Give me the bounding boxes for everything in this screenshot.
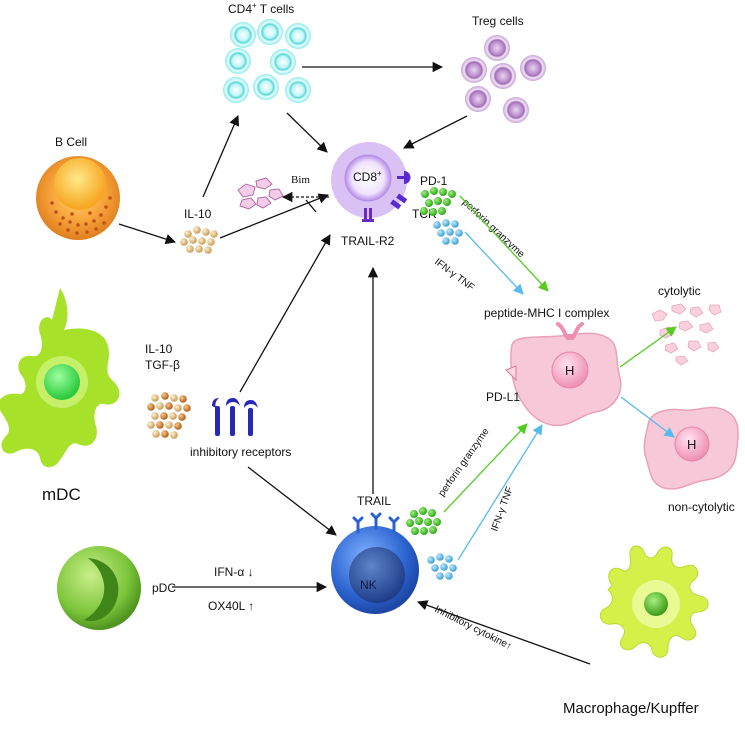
non-cytolytic-label: non-cytolytic — [668, 500, 735, 514]
ifn-tnf-cd8 — [433, 219, 463, 245]
ifn-alpha-label: IFN-α ↓ — [214, 565, 254, 579]
treg-cells — [461, 35, 546, 123]
cd4-label-main: CD4 — [228, 2, 252, 16]
arrow-treg-to-cd8 — [403, 115, 468, 149]
arrow-ifn-nk-to-hep — [457, 424, 543, 561]
cd8-label: CD8+ — [353, 169, 382, 184]
arrow-mdc-to-nk — [247, 466, 337, 536]
arrow-il10-to-cd8 — [219, 193, 329, 239]
perforin-granzyme-nk — [406, 507, 441, 535]
arrow-hep-to-noncytolytic — [620, 396, 675, 438]
pd-l1-label: PD-L1 — [486, 390, 520, 404]
il10-mdc-label: IL-10 — [145, 342, 173, 356]
ifn-tnf-nk — [427, 553, 457, 580]
hep-h2-label: H — [687, 437, 696, 452]
pdc-label: pDC — [152, 581, 176, 595]
cd4-label-suffix: T cells — [257, 2, 295, 16]
mdc-cell — [0, 288, 120, 468]
arrow-cd4-to-cd8 — [286, 112, 328, 153]
cd8-t-cell — [331, 142, 407, 218]
cytolytic-label: cytolytic — [658, 284, 701, 298]
cd4-t-cells — [223, 19, 311, 103]
colored-arrows — [443, 195, 677, 561]
pd1-label: PD-1 — [420, 174, 448, 188]
cd4-label-sup: + — [252, 1, 257, 10]
nk-label: NK — [360, 578, 377, 592]
cytolytic-fragments — [651, 303, 722, 366]
ifn-tnf-top-label: IFN-γ TNF — [432, 257, 476, 294]
arrow-perforin-nk-to-hep — [443, 423, 528, 513]
macrophage-kupffer-cell — [599, 545, 709, 658]
mdc-label: mDC — [42, 485, 81, 504]
perforin-granzyme-nk-label: perforin granzyme — [436, 426, 491, 499]
perforin-granzyme-cd8 — [420, 187, 456, 216]
macrophage-label: Macrophage/Kupffer — [563, 700, 699, 717]
bim-label: Bim — [291, 174, 310, 186]
trail-r2-label: TRAIL-R2 — [341, 234, 395, 248]
il10-cytokines-b — [180, 226, 218, 254]
cd8-label-main: CD8 — [353, 170, 377, 184]
arrow-inhibitory-to-cd8 — [239, 234, 331, 393]
hep-h1-label: H — [565, 363, 574, 378]
arrows — [118, 61, 591, 665]
ifn-tnf-nk-label: IFN-γ TNF — [489, 485, 515, 533]
nk-cell — [331, 512, 419, 614]
arrow-ifn-cd8-to-hep — [464, 231, 524, 295]
arrow-perforin-cd8-to-hep — [459, 195, 549, 292]
apoptotic-fragments — [237, 177, 284, 210]
arrow-il10-to-cd4 — [202, 115, 240, 198]
bim-tick — [305, 199, 317, 213]
b-cell-label: B Cell — [55, 135, 87, 149]
ox40l-label: OX40L ↑ — [208, 599, 254, 613]
arrow-hep-to-cytolytic — [619, 326, 677, 368]
trail-label: TRAIL — [357, 494, 391, 508]
pdc-cell — [57, 546, 141, 630]
tgfb-mdc-label: TGF-β — [145, 358, 180, 372]
tcr-receptor-icon — [390, 193, 408, 210]
arrow-macrophage-to-nk — [417, 600, 591, 665]
cd4-label: CD4+ T cells — [228, 1, 294, 16]
hepatocyte-target — [505, 322, 622, 427]
pd1-receptor-icon — [397, 171, 411, 184]
il10-tgfb-cytokines — [147, 392, 191, 439]
inhibitory-receptors-icon — [212, 398, 258, 436]
cd8-label-sup: + — [377, 169, 382, 178]
arrow-bcell-to-il10 — [118, 223, 176, 245]
b-cell — [36, 156, 120, 240]
trail-r2-receptor-icon — [362, 208, 374, 222]
il10-b-label: IL-10 — [184, 207, 212, 221]
peptide-mhc-label: peptide-MHC I complex — [484, 306, 609, 320]
treg-label: Treg cells — [472, 14, 524, 28]
inhibitory-receptors-label: inhibitory receptors — [190, 445, 291, 459]
